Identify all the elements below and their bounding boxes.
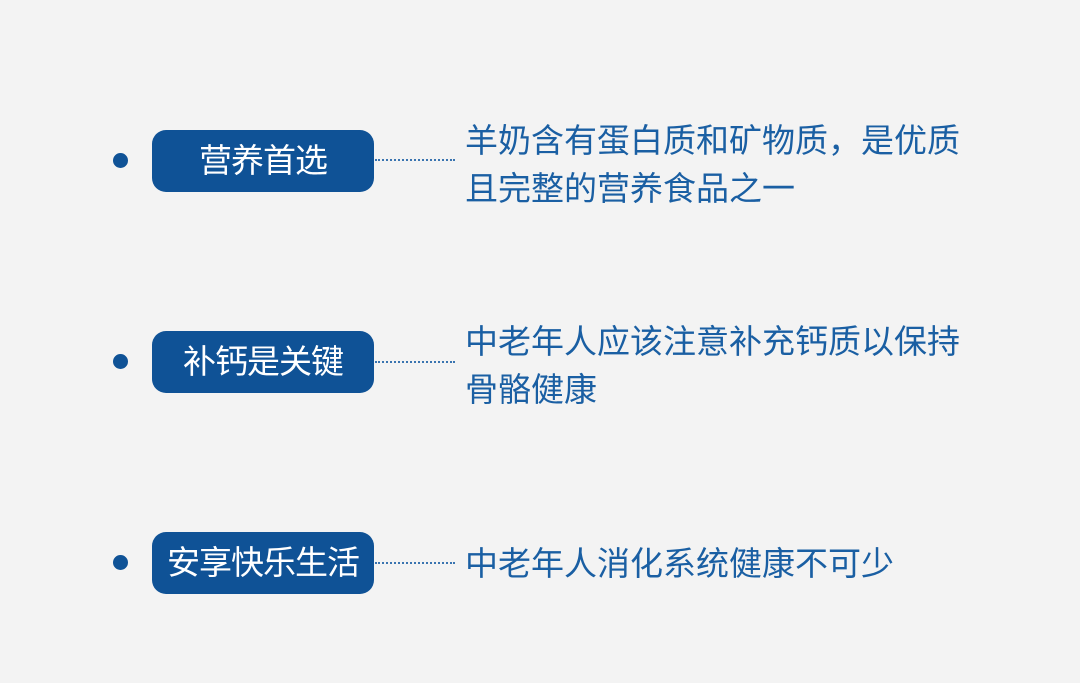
bullet-dot-icon bbox=[113, 555, 128, 570]
dotted-connector bbox=[375, 562, 455, 564]
description-line: 中老年人应该注意补充钙质以保持 bbox=[465, 322, 960, 361]
feature-description: 羊奶含有蛋白质和矿物质，是优质 且完整的营养食品之一 bbox=[465, 117, 1025, 213]
description-line: 羊奶含有蛋白质和矿物质，是优质 bbox=[465, 121, 960, 160]
description-line: 骨骼健康 bbox=[465, 370, 597, 409]
bullet-dot-icon bbox=[113, 153, 128, 168]
bullet-dot-icon bbox=[113, 354, 128, 369]
description-line: 中老年人消化系统健康不可少 bbox=[465, 544, 894, 583]
feature-label-badge: 补钙是关键 bbox=[152, 331, 374, 393]
dotted-connector bbox=[375, 159, 455, 161]
description-line: 且完整的营养食品之一 bbox=[465, 169, 795, 208]
feature-description: 中老年人应该注意补充钙质以保持 骨骼健康 bbox=[465, 318, 1025, 414]
feature-description: 中老年人消化系统健康不可少 bbox=[465, 540, 1025, 588]
dotted-connector bbox=[375, 361, 455, 363]
feature-label-badge: 营养首选 bbox=[152, 130, 374, 192]
feature-label-badge: 安享快乐生活 bbox=[152, 532, 374, 594]
